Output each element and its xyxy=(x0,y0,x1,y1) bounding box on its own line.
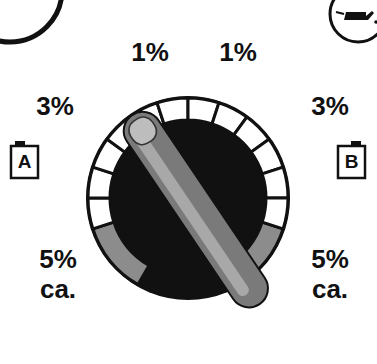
canister-letter: B xyxy=(340,151,364,173)
canister-b xyxy=(338,141,365,178)
ratio-label: 5% ca. xyxy=(304,244,356,304)
ratio-label: 1% xyxy=(208,37,268,67)
oil-can-icon xyxy=(336,11,377,24)
dial-pointer xyxy=(116,104,275,314)
oil-icon-ring xyxy=(330,0,377,42)
canister-letter: A xyxy=(13,151,37,173)
ratio-label: 3% xyxy=(25,91,85,121)
neighbour-dial-edge xyxy=(0,0,62,42)
ratio-label: 1% xyxy=(120,37,180,67)
scale-segment xyxy=(88,198,114,229)
scale-segment xyxy=(157,98,188,124)
ratio-label: 3% xyxy=(300,91,360,121)
scale-segment xyxy=(262,167,288,198)
ratio-label: 5% ca. xyxy=(32,244,84,304)
canister-a xyxy=(11,141,38,178)
scale-segment xyxy=(262,198,288,229)
